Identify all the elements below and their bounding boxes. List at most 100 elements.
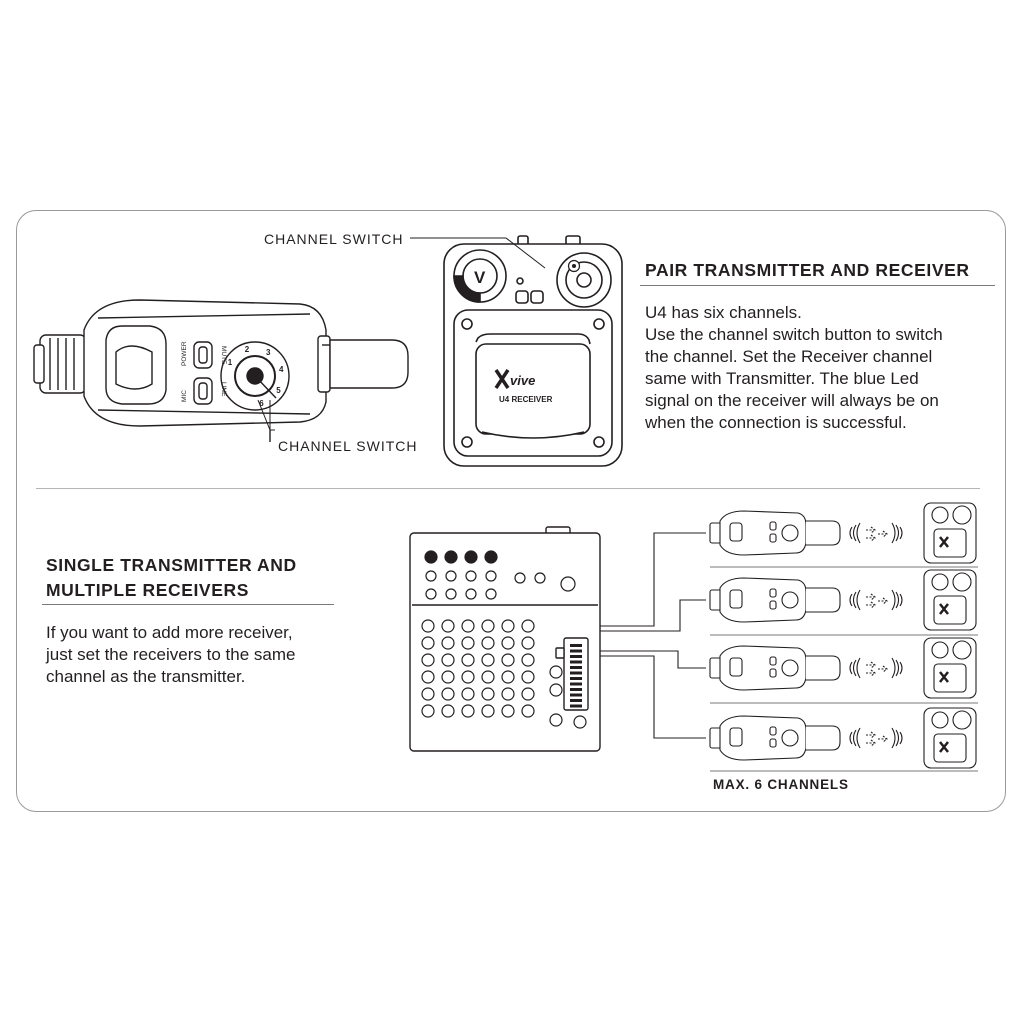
mixer-knob [481,636,495,650]
row-unit [709,637,977,699]
mixer-knob [444,550,458,564]
routing-lines [600,532,706,739]
row-separators [710,566,978,772]
mini-nozzle [806,520,841,546]
mixer-knob [501,636,515,650]
row-unit [709,569,977,631]
mini-switch [769,668,777,678]
meter-segment [570,693,582,697]
mixer-knob [481,653,495,667]
mini-receiver-clip [933,663,967,693]
power-label: POWER [181,341,188,366]
mixer-knob [421,704,435,718]
mixer-knob [481,670,495,684]
mixer-knob [441,687,455,701]
mixer-knob [465,588,477,600]
max-channels-caption: MAX. 6 CHANNELS [713,777,849,792]
mixer-knob [445,570,457,582]
meter-segment [570,649,582,653]
transmitter-receiver-rows [709,502,977,769]
mini-receiver-clip [933,528,967,558]
xvive-logo-icon [939,536,949,548]
mixer-knob [441,636,455,650]
pair-paragraph-line: the channel. Set the Receiver channel [645,347,933,366]
channel-number-label: 2 [245,345,250,354]
xvive-logo-icon [939,671,949,683]
mixer-knob [501,704,515,718]
mixer-knob [481,619,495,633]
meter-segment [570,704,582,708]
mixer-knob [441,619,455,633]
pair-paragraph-line: same with Transmitter. The blue Led [645,369,919,388]
multi-paragraph: If you want to add more receiver, just s… [46,622,295,688]
mixer-knob [461,653,475,667]
multi-heading-rule [42,604,334,605]
mixer-knob [534,572,546,584]
mixer-knob [549,683,563,697]
mixer-knob [501,687,515,701]
pair-paragraph-line: when the connection is successful. [645,413,907,432]
mini-receiver-knob [931,641,949,659]
receiver-brand-label: vive [510,373,535,388]
mini-receiver-knob [931,506,949,524]
v-logo-icon: V [474,268,486,287]
mute-label: MUTE [220,346,227,365]
channel-number-label: 6 [259,399,264,408]
signal-out-icon [849,589,861,611]
mini-receiver-knob [952,640,972,660]
receiver-model-label: U4 RECEIVER [499,395,553,404]
transmitter-callout-line [257,399,275,431]
mixer-knob [501,653,515,667]
mixer-knob [481,704,495,718]
mixer-knob [425,570,437,582]
pair-heading: PAIR TRANSMITTER AND RECEIVER [645,260,970,280]
mixer-knob [484,550,498,564]
arrow-icon [866,593,888,609]
mixer-knob [521,687,535,701]
mixer-knob [461,636,475,650]
signal-in-icon [891,522,903,544]
multi-heading-line-1: SINGLE TRANSMITTER AND [46,555,297,575]
pair-paragraph-line: Use the channel switch button to switch [645,325,943,344]
mixer-knob [441,704,455,718]
mixer-knob [421,653,435,667]
signal-in-icon [891,589,903,611]
mini-receiver-clip [933,733,967,763]
mixer-knob [560,576,576,592]
mini-receiver-knob [952,572,972,592]
signal-out-icon [849,522,861,544]
receiver-channel-switch-callout: CHANNEL SWITCH [264,231,404,247]
channel-number-label: 3 [266,348,271,357]
multi-heading-line-2: MULTIPLE RECEIVERS [46,580,249,600]
mixer-knob [549,713,563,727]
mixer-knob [485,588,497,600]
mixer-knobs [421,550,587,729]
mini-switch [769,656,777,666]
meter-segment [570,688,582,691]
receiver-callout-line [410,237,546,269]
pair-paragraph: U4 has six channels. Use the channel swi… [645,302,943,434]
mixer-knob [501,619,515,633]
mixer-knob [461,687,475,701]
mixer-knob [421,619,435,633]
mixer-knob [573,715,587,729]
channel-number-label: 1 [228,358,233,367]
mini-switch [769,726,777,736]
mini-switch [769,533,777,543]
multi-paragraph-line: just set the receivers to the same [46,645,296,664]
mixer-knob [425,588,437,600]
meter-segment [570,644,582,647]
mini-switch [769,738,777,748]
signal-in-icon [891,727,903,749]
mixer-knob [501,670,515,684]
multi-paragraph-line: channel as the transmitter. [46,667,246,686]
row-unit [709,707,977,769]
mixer-knob [521,653,535,667]
meter-segment [570,671,582,675]
mixer-knob [461,704,475,718]
mixer-knob [421,687,435,701]
channel-number-label: 5 [276,386,281,395]
mini-nozzle [806,725,841,751]
mini-switch [769,521,777,531]
